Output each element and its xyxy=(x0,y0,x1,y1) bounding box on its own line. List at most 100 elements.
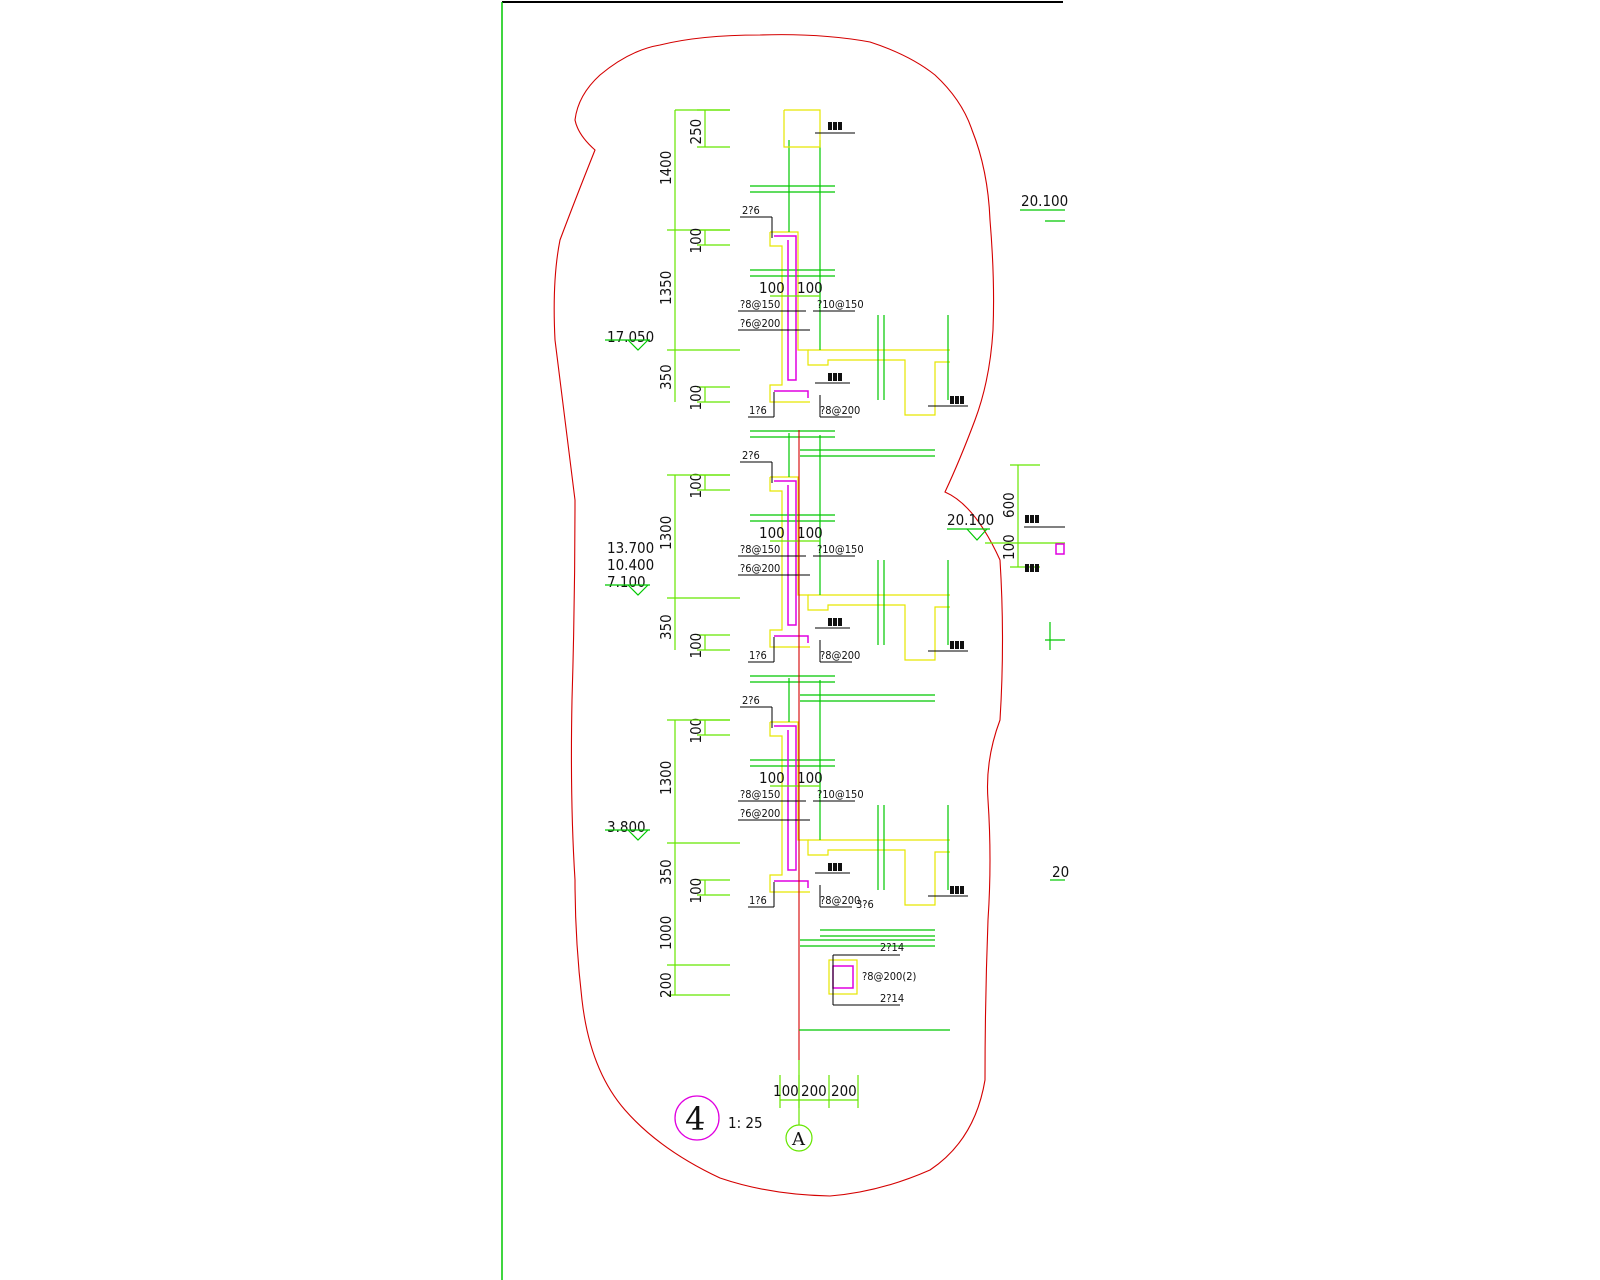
rebar xyxy=(774,880,809,888)
note-glyph xyxy=(828,373,832,381)
rebar xyxy=(774,390,809,398)
note-glyph xyxy=(960,886,964,894)
note-glyph xyxy=(1030,515,1034,523)
chinese-note-beam xyxy=(950,396,964,404)
dim-1300: 1300 xyxy=(657,516,675,550)
elevation-label: 10.400 xyxy=(607,556,654,574)
dim-100: 100 xyxy=(1000,534,1018,560)
note-glyph xyxy=(1025,515,1029,523)
wall-dim-left: 100 xyxy=(759,769,785,787)
note-glyph xyxy=(828,122,832,130)
wall-dim-right: 100 xyxy=(797,279,823,297)
note-glyph xyxy=(1025,564,1029,572)
slab-bar-label: 1?6 xyxy=(749,649,767,662)
note-glyph xyxy=(833,618,837,626)
dim-350: 350 xyxy=(657,614,675,640)
elevation-label-right-cut: 20 xyxy=(1052,863,1069,881)
slab-stirrup-label: ?8@200 xyxy=(820,404,860,417)
note-glyph xyxy=(828,863,832,871)
elevation-triangle xyxy=(627,584,649,596)
note-glyph xyxy=(833,122,837,130)
dist-bar-label: ?6@200 xyxy=(740,317,780,330)
vert-bar-label: ?10@150 xyxy=(817,298,864,311)
wall-dim-left: 100 xyxy=(759,524,785,542)
dim-200: 200 xyxy=(657,972,675,998)
concrete-outline xyxy=(770,231,950,416)
concrete-outline xyxy=(769,477,810,648)
note-glyph xyxy=(838,373,842,381)
top-bar-label: 2?6 xyxy=(742,204,760,217)
elevation-triangle xyxy=(966,528,988,541)
chinese-note-right xyxy=(1025,515,1039,523)
elevation-triangle xyxy=(627,829,649,841)
dim-1350: 1350 xyxy=(657,271,675,305)
dim-600: 600 xyxy=(1000,492,1018,518)
rebar xyxy=(774,480,797,626)
elevation-label: 3.800 xyxy=(607,818,646,836)
rebar-right xyxy=(1055,543,1065,555)
note-glyph xyxy=(950,641,954,649)
beam-stirrup-label: ?8@200(2) xyxy=(862,970,916,983)
note-glyph xyxy=(950,886,954,894)
note-glyph xyxy=(838,618,842,626)
wall-dim-left: 100 xyxy=(759,279,785,297)
vert-bar-label: ?10@150 xyxy=(817,543,864,556)
top-bar-label: 2?6 xyxy=(742,449,760,462)
elevation-label: 13.700 xyxy=(607,539,654,557)
rebar xyxy=(774,635,809,643)
chinese-note-slab xyxy=(828,373,842,381)
detail-number: 4 xyxy=(685,1100,705,1138)
note-glyph xyxy=(955,396,959,404)
chinese-note-beam xyxy=(950,886,964,894)
note-glyph xyxy=(950,396,954,404)
elevation-label: 17.050 xyxy=(607,328,654,346)
dim-100: 100 xyxy=(687,878,705,904)
concrete-outline xyxy=(770,721,950,906)
dim-100: 100 xyxy=(687,473,705,499)
dim-1000: 1000 xyxy=(657,916,675,950)
horiz-bar-label: ?8@150 xyxy=(740,298,780,311)
beam-outline xyxy=(828,959,858,995)
slab-bar-label: 1?6 xyxy=(749,404,767,417)
dim-100: 100 xyxy=(687,633,705,659)
note-glyph xyxy=(833,373,837,381)
chinese-note-parapet xyxy=(828,122,842,130)
dim-100: 100 xyxy=(687,385,705,411)
dim-350: 350 xyxy=(657,364,675,390)
note-glyph xyxy=(1035,515,1039,523)
note-glyph xyxy=(955,886,959,894)
top-bar-label: 2?6 xyxy=(742,694,760,707)
note-glyph xyxy=(828,618,832,626)
note-glyph xyxy=(1030,564,1034,572)
beam-rebar xyxy=(832,965,854,989)
concrete-outline xyxy=(769,722,810,893)
dim-1300: 1300 xyxy=(657,761,675,795)
wall-dim-right: 100 xyxy=(797,524,823,542)
rebar xyxy=(774,725,797,871)
note-glyph xyxy=(955,641,959,649)
note-glyph xyxy=(1035,564,1039,572)
elevation-label: 7.100 xyxy=(607,573,646,591)
bottom-dim-200: 200 xyxy=(801,1082,827,1100)
slab-bar-label: 1?6 xyxy=(749,894,767,907)
beam-top-bar-label: 2?14 xyxy=(880,941,904,954)
note-glyph xyxy=(838,122,842,130)
chinese-note-slab xyxy=(828,863,842,871)
note-glyph xyxy=(960,641,964,649)
beam-bottom-bar-label: 2?14 xyxy=(880,992,904,1005)
dist-bar-label: ?6@200 xyxy=(740,807,780,820)
elevation-triangle xyxy=(627,339,649,351)
dim-1400: 1400 xyxy=(657,151,675,185)
dim-250: 250 xyxy=(687,119,705,145)
axis-bubble xyxy=(785,1124,813,1152)
concrete-outline xyxy=(769,232,810,403)
axis-label: A xyxy=(791,1129,806,1150)
vert-bar-label: ?10@150 xyxy=(817,788,864,801)
detail-number-bubble xyxy=(674,1095,720,1141)
elevation-label-right-mid: 20.100 xyxy=(947,511,994,529)
